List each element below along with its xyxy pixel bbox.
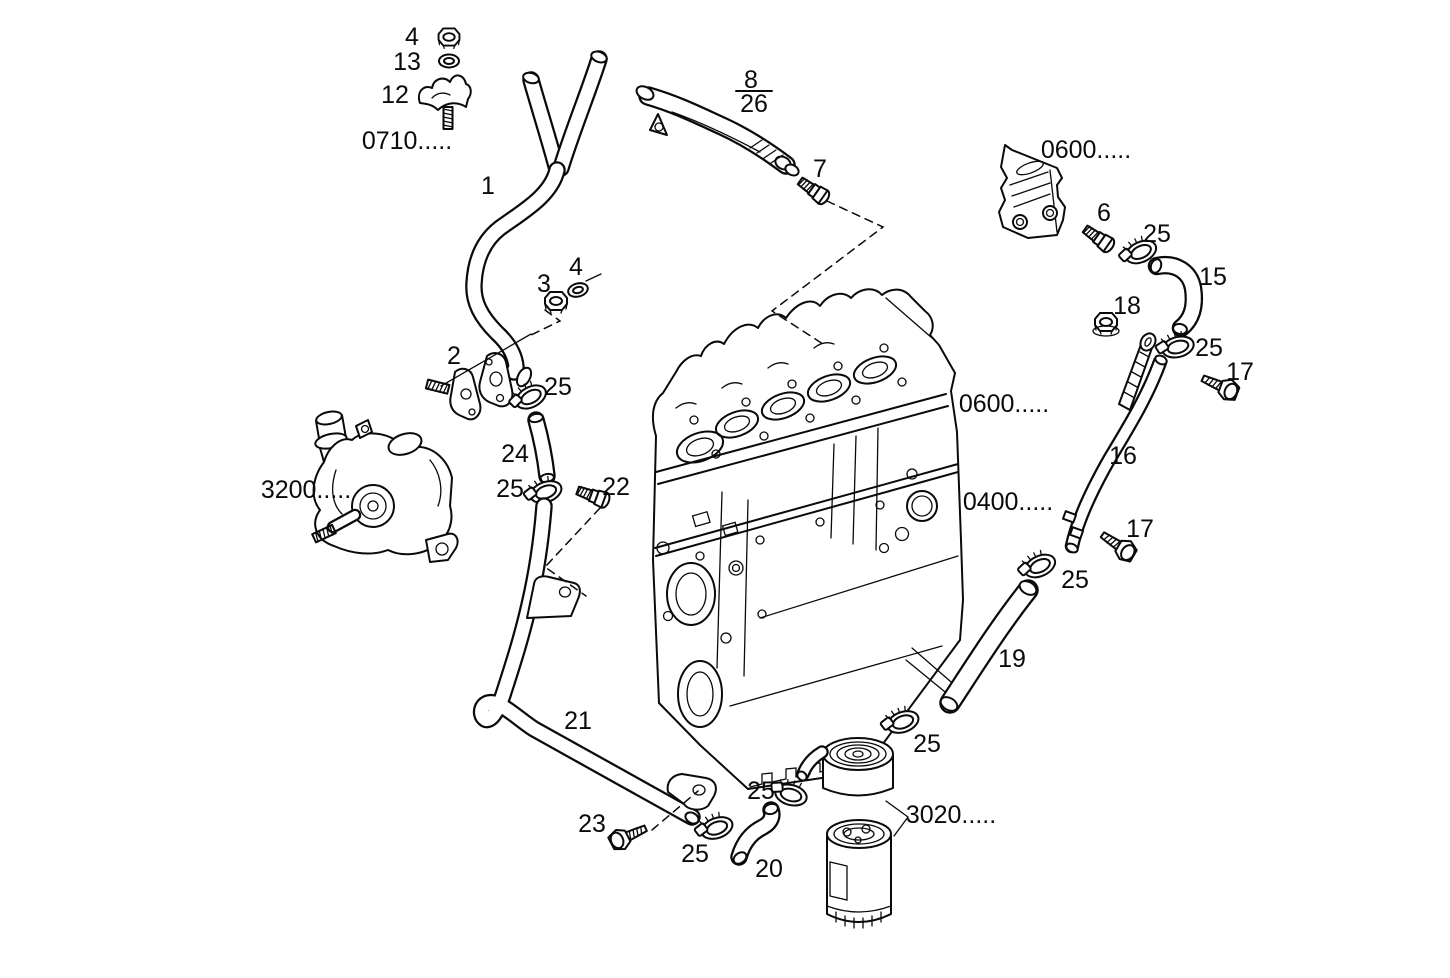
part-number-label: 25: [1061, 566, 1089, 594]
part-number-label: 25: [747, 777, 775, 805]
oil-filter-tall: [826, 819, 892, 929]
washer-4: [565, 280, 591, 300]
gasket-flanges-2: [424, 333, 532, 421]
oil-filter-short: [796, 737, 894, 797]
hose-15: [1147, 255, 1204, 338]
part-number-label: 15: [1199, 263, 1227, 291]
pump-shaft: [329, 511, 359, 531]
pipe-8-26: [635, 85, 800, 177]
part-number-label: 25: [1195, 334, 1223, 362]
stud-2: [424, 378, 451, 396]
part-number-label: 20: [755, 855, 783, 883]
part-number-label: 17: [1126, 515, 1154, 543]
part-number-label: 17: [1226, 358, 1254, 386]
part-number-label: 25: [1143, 220, 1171, 248]
part-number-label: 12: [381, 81, 409, 109]
leader-23-dashed: [651, 790, 699, 831]
stud-axis-line: [440, 333, 532, 387]
hose-clamp-25-f: [1012, 545, 1060, 586]
group-code-label: 0710.....: [362, 127, 452, 155]
part-number-label: 25: [544, 373, 572, 401]
stud-0710: [442, 106, 454, 130]
part-number-label: 21: [564, 707, 592, 735]
group-code-label: 0400.....: [963, 488, 1053, 516]
fraction-numerator: 8: [744, 66, 758, 94]
labels-layer: 413120710.....170600.....625151825170600…: [261, 23, 1254, 883]
part-number-label: 25: [496, 475, 524, 503]
part-number-label: 6: [1097, 199, 1111, 227]
leader-3-dashed: [530, 309, 562, 336]
block-right-face: [695, 427, 959, 697]
part-number-label: 18: [1113, 292, 1141, 320]
leader-3020: [885, 800, 909, 837]
part-number-label: 4: [405, 23, 419, 51]
group-code-label: 0600.....: [959, 390, 1049, 418]
engine-block: [651, 288, 964, 790]
group-code-label: 0600.....: [1041, 136, 1131, 164]
washer-13: [438, 53, 460, 69]
pipe-21-end-bracket: [666, 773, 717, 811]
leader-22-dashed: [543, 507, 601, 597]
washer-4-leader: [585, 273, 602, 282]
head-port-ovals: [675, 355, 898, 464]
part-number-label: 3: [537, 270, 551, 298]
leader-7-dashed: [770, 200, 885, 345]
bolt-23: [605, 818, 651, 855]
part-number-label: 23: [578, 810, 606, 838]
pipe-21-tab: [526, 575, 581, 619]
part-number-label: 22: [602, 473, 630, 501]
flange-nut-18: [1092, 312, 1120, 337]
part-number-label: 1: [481, 172, 495, 200]
bracket-0600: [998, 144, 1066, 239]
pipe-1: [465, 50, 608, 388]
fraction-label-8-26: 8 26: [735, 66, 773, 118]
hose-24: [527, 411, 556, 485]
nut-4: [437, 27, 461, 50]
pipe-21: [472, 497, 717, 826]
fraction-denominator: 26: [740, 90, 768, 118]
fastener-stack-0710: [418, 27, 472, 130]
part-number-label: 25: [913, 730, 941, 758]
part-number-label: 25: [681, 840, 709, 868]
hose-19: [939, 579, 1039, 714]
part-number-label: 19: [998, 645, 1026, 673]
part-number-label: 16: [1109, 442, 1137, 470]
dipstick-16: [1061, 332, 1168, 554]
fitting-6: [1079, 221, 1118, 256]
head-bolt-holes: [689, 343, 907, 459]
group-code-label: 3020.....: [906, 801, 996, 829]
part-number-label: 13: [393, 48, 421, 76]
part-number-label: 4: [569, 253, 583, 281]
part-number-label: 2: [447, 342, 461, 370]
part-number-label: 24: [501, 440, 529, 468]
hose-20: [730, 801, 781, 866]
group-code-label: 3200.....: [261, 476, 351, 504]
water-pump: [310, 410, 459, 563]
part-number-label: 7: [813, 155, 827, 183]
block-front-face: [656, 491, 767, 728]
